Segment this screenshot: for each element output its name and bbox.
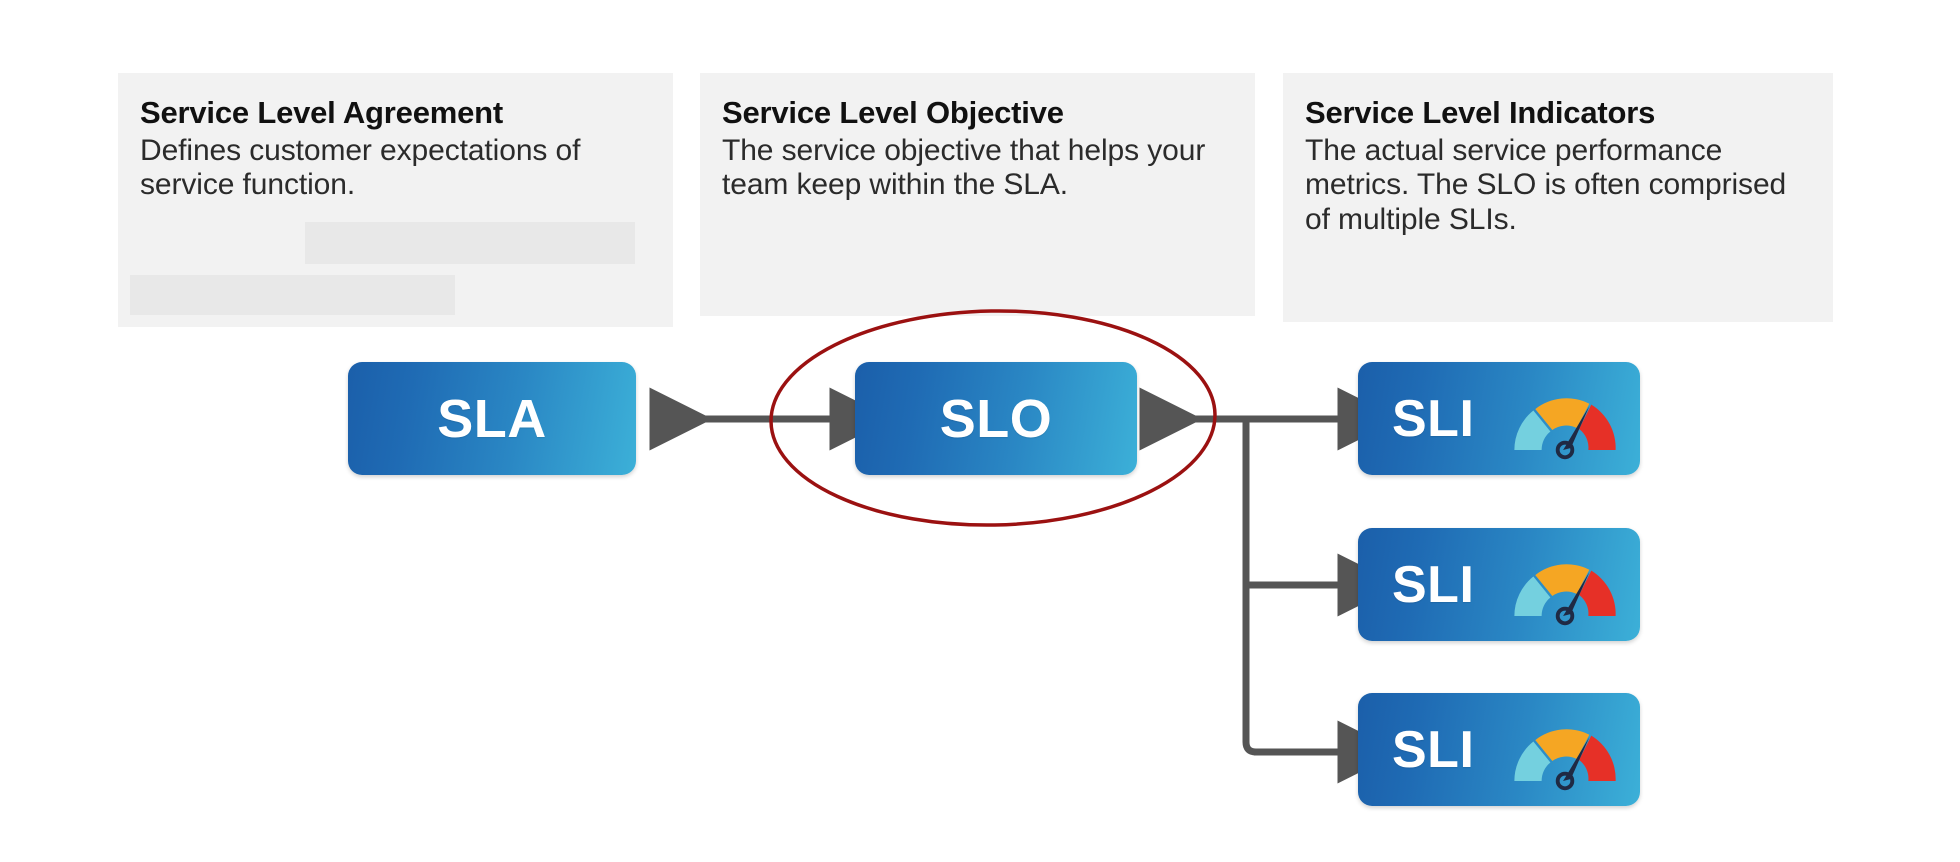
node-sli-3-label: SLI bbox=[1392, 720, 1475, 779]
node-sla[interactable]: SLA bbox=[348, 362, 636, 475]
card-title-sli: Service Level Indicators bbox=[1305, 95, 1656, 130]
redaction-block-1 bbox=[305, 222, 635, 264]
redaction-block-2 bbox=[130, 275, 455, 315]
card-service-level-objective: Service Level Objective The service obje… bbox=[700, 73, 1255, 316]
node-sla-label: SLA bbox=[437, 388, 547, 449]
node-sli-1[interactable]: SLI bbox=[1358, 362, 1640, 475]
gauge-icon bbox=[1514, 563, 1616, 625]
card-title-sla: Service Level Agreement bbox=[140, 95, 503, 130]
gauge-icon bbox=[1514, 728, 1616, 790]
trunk-vertical bbox=[1242, 419, 1272, 756]
card-title-slo: Service Level Objective bbox=[722, 95, 1064, 130]
node-slo[interactable]: SLO bbox=[855, 362, 1137, 475]
node-sli-1-label: SLI bbox=[1392, 389, 1475, 448]
node-sli-2-label: SLI bbox=[1392, 555, 1475, 614]
node-sli-2[interactable]: SLI bbox=[1358, 528, 1640, 641]
card-body-sli: The actual service performance metrics. … bbox=[1305, 133, 1787, 237]
gauge-icon bbox=[1514, 397, 1616, 459]
card-body-slo: The service objective that helps your te… bbox=[722, 133, 1206, 202]
card-service-level-indicators: Service Level Indicators The actual serv… bbox=[1283, 73, 1833, 322]
card-service-level-agreement: Service Level Agreement Defines customer… bbox=[118, 73, 673, 327]
node-slo-label: SLO bbox=[939, 388, 1053, 449]
node-sli-3[interactable]: SLI bbox=[1358, 693, 1640, 806]
card-body-sla: Defines customer expectations of service… bbox=[140, 133, 581, 202]
